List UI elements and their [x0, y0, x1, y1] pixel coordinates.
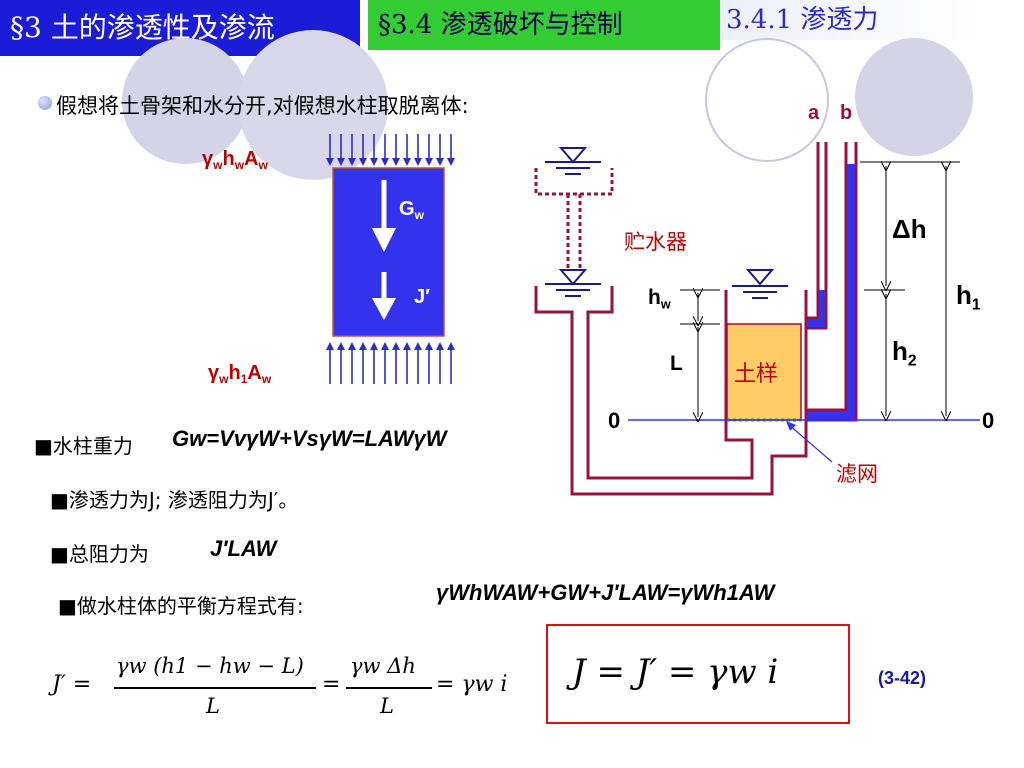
decor-circle-4	[855, 38, 973, 156]
fraction-bar-2	[346, 687, 432, 689]
formula-lhs: J′ =	[52, 672, 92, 697]
formula-eq2: =	[322, 672, 341, 697]
bullet-seepage-force: ■渗透力为J; 渗透阻力为J′。	[50, 488, 299, 512]
formula-tail: = γw i	[436, 672, 508, 697]
bullet-equilibrium: ■做水柱体的平衡方程式有:	[58, 594, 304, 618]
L-label: L	[670, 352, 683, 375]
reservoir-upper	[534, 147, 614, 268]
piezometer-tubes	[806, 142, 858, 422]
soil-label: 土样	[734, 362, 779, 387]
formula-den2: L	[380, 694, 394, 718]
topic-title: 3.4.1 渗透力	[722, 0, 984, 40]
result-box	[546, 624, 850, 724]
total-resistance-eq: J′LAW	[210, 536, 277, 561]
equation-number: (3-42)	[878, 668, 927, 688]
tube-a-label: a	[808, 102, 820, 124]
soil-container	[726, 269, 802, 422]
hw-label: hw	[648, 286, 671, 312]
formula-den1: L	[206, 694, 220, 718]
gw-label: Gw	[399, 198, 424, 223]
equilibrium-eq: γWhWAW+GW+J′LAW=γWh1AW	[436, 580, 775, 605]
decor-circle-1	[122, 38, 248, 164]
dimension-lines	[680, 162, 960, 417]
screen-pointer	[787, 423, 833, 463]
subsection-tab: §3.4 渗透破坏与控制	[368, 0, 720, 50]
screen-label: 滤网	[836, 462, 878, 486]
formula-num2: γw Δh	[350, 654, 416, 678]
datum-right-label: 0	[982, 408, 995, 433]
reservoir-level	[545, 269, 601, 297]
top-force-label: γwhwAw	[202, 148, 268, 173]
water-column	[326, 134, 455, 384]
bullet-gravity-text: ■水柱重力	[34, 434, 133, 458]
fraction-bar-1	[114, 687, 316, 689]
h1-label: h1	[956, 280, 981, 314]
j-prime-label: J′	[414, 286, 430, 308]
tube-b-label: b	[840, 102, 853, 124]
result-formula: J = J′ = γw i	[572, 652, 779, 692]
bottom-force-label: γwh1Aw	[208, 362, 272, 387]
delta-h-label: Δh	[892, 214, 927, 244]
bullet-total-resistance: ■总阻力为	[50, 542, 149, 566]
bullet-dot	[38, 96, 52, 110]
intro-text: 假想将土骨架和水分开,对假想水柱取脱离体:	[56, 94, 469, 118]
h2-label: h2	[892, 336, 917, 370]
bullet-gravity-eq: Gw=VvγW+VsγW=LAWγW	[172, 426, 447, 451]
formula-num1: γw (h1 − hw − L)	[116, 654, 304, 678]
reservoir-label: 贮水器	[624, 230, 687, 254]
decor-circle-3	[705, 38, 829, 162]
datum-left-label: 0	[608, 408, 621, 433]
